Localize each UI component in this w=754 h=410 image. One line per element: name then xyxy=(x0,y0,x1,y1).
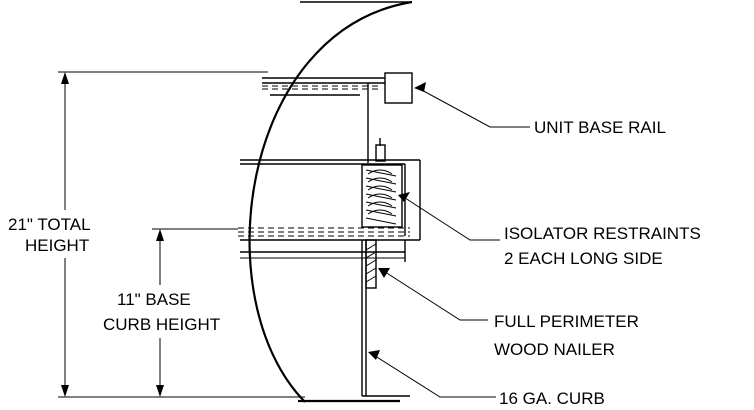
leader-isolator xyxy=(398,192,500,241)
wood-nailer xyxy=(365,239,377,289)
label-base-curb-line2: CURB HEIGHT xyxy=(103,315,220,334)
label-total-height-line1: 21" TOTAL xyxy=(8,215,91,234)
label-unit-base-rail: UNIT BASE RAIL xyxy=(534,118,666,137)
label-base-curb-line1: 11" BASE xyxy=(117,290,191,309)
dimension-total-height xyxy=(61,72,69,397)
curb-wall xyxy=(361,240,410,397)
label-total-height-line2: HEIGHT xyxy=(25,236,89,255)
curb-upper-rail xyxy=(238,159,421,262)
label-isolator-line1: ISOLATOR RESTRAINTS xyxy=(504,224,701,243)
label-nailer-line2: WOOD NAILER xyxy=(494,340,615,359)
dimension-base-curb-height xyxy=(156,229,164,397)
leader-unit-base-rail xyxy=(414,82,530,128)
detail-boundary-arc xyxy=(248,0,413,403)
leader-nailer xyxy=(378,268,488,321)
label-isolator-line2: 2 EACH LONG SIDE xyxy=(504,249,663,268)
label-curb: 16 GA. CURB xyxy=(499,389,605,408)
leader-curb xyxy=(368,350,496,398)
label-nailer-line1: FULL PERIMETER xyxy=(494,312,639,331)
unit-base-rail xyxy=(262,72,413,163)
